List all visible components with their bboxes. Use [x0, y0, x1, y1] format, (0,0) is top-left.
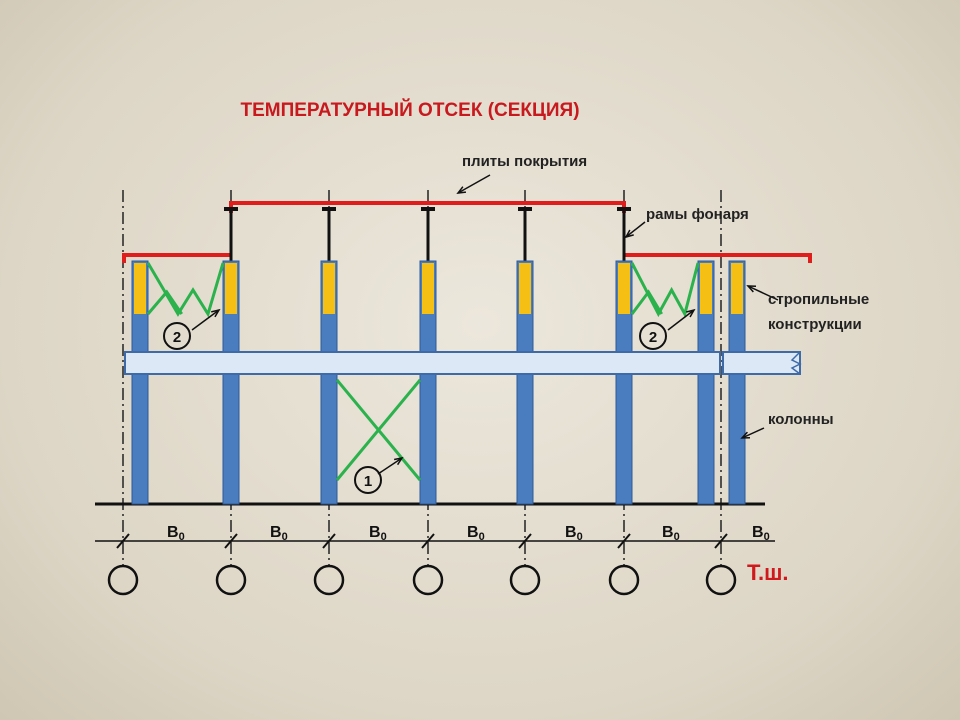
- diagram-title: ТЕМПЕРАТУРНЫЙ ОТСЕК (СЕКЦИЯ): [240, 99, 579, 121]
- bracing-marker-2-left: 2: [163, 322, 191, 350]
- arrow-head: [746, 285, 757, 293]
- dimension-tick: [224, 533, 238, 549]
- column: [320, 260, 338, 505]
- break-mark: [790, 351, 802, 375]
- label-truss-1: стропильные: [768, 291, 869, 308]
- crane-beam: [124, 351, 802, 375]
- bay-label: B0: [752, 524, 770, 543]
- roof-slabs: [122, 201, 812, 263]
- crane-beam-right: [722, 351, 801, 375]
- column: [728, 260, 746, 505]
- crane-beam-left: [124, 351, 721, 375]
- bay-label: B0: [565, 524, 583, 543]
- leader-line: [191, 309, 220, 331]
- leader-line: [457, 174, 491, 194]
- axis-marker-circle: [107, 564, 139, 596]
- bay-label: B0: [467, 524, 485, 543]
- truss-element: [618, 263, 630, 314]
- svg-text:2: 2: [649, 329, 657, 346]
- dimension-tick: [714, 533, 728, 549]
- dimension-tick: [116, 533, 130, 549]
- truss-element: [225, 263, 237, 314]
- label-lantern-frames: рамы фонаря: [646, 206, 749, 223]
- column: [615, 260, 633, 505]
- column: [419, 260, 437, 505]
- axis-marker-circle: [509, 564, 541, 596]
- truss-element: [700, 263, 712, 314]
- dimension-tick: [421, 533, 435, 549]
- bay-label: B0: [167, 524, 185, 543]
- label-columns: колонны: [768, 411, 834, 428]
- arrow-head: [740, 431, 751, 439]
- bay-label: B0: [662, 524, 680, 543]
- bay-label: B0: [270, 524, 288, 543]
- arrow-head: [394, 456, 404, 466]
- lower-roof-right: [624, 253, 812, 263]
- svg-text:2: 2: [173, 329, 181, 346]
- truss-element: [519, 263, 531, 314]
- leader-line: [377, 457, 403, 475]
- truss-element: [134, 263, 146, 314]
- axis-marker-circle: [313, 564, 345, 596]
- label-truss-2: конструкции: [768, 316, 862, 333]
- column: [131, 260, 149, 505]
- arrow-head: [211, 308, 221, 318]
- arrow-head: [686, 308, 696, 318]
- bay-label: B0: [369, 524, 387, 543]
- truss-element: [731, 263, 743, 314]
- dimension-tick: [518, 533, 532, 549]
- truss-element: [323, 263, 335, 314]
- column: [516, 260, 534, 505]
- truss-brace: [146, 262, 225, 318]
- leader-line: [667, 309, 695, 331]
- leader-line: [741, 427, 765, 439]
- dimension-line: [95, 533, 775, 596]
- truss-brace: [630, 289, 663, 315]
- lower-roof-left: [122, 253, 231, 263]
- arrow-head: [624, 229, 634, 239]
- bracing: [146, 262, 700, 481]
- dimension-tick: [322, 533, 336, 549]
- svg-text:1: 1: [364, 473, 372, 490]
- axis-marker-circle: [705, 564, 737, 596]
- axis-marker-circle: [608, 564, 640, 596]
- column: [697, 260, 715, 505]
- cross-brace: [335, 379, 422, 481]
- truss-brace: [146, 289, 183, 315]
- bracing-marker-1: 1: [354, 466, 382, 494]
- arrow-head: [456, 186, 467, 194]
- label-roof-slabs: плиты покрытия: [462, 153, 587, 170]
- leader-line: [747, 285, 779, 301]
- axis-marker-circle: [215, 564, 247, 596]
- columns: [131, 260, 746, 505]
- leader-arrows: [191, 174, 779, 475]
- column: [222, 260, 240, 505]
- truss-element: [422, 263, 434, 314]
- label-expansion-joint: Т.ш.: [747, 560, 789, 585]
- bay-labels: B0 B0 B0 B0 B0 B0 B0: [167, 524, 770, 543]
- truss-brace: [630, 262, 700, 319]
- bracing-marker-2-right: 2: [639, 322, 667, 350]
- axis-marker-circle: [412, 564, 444, 596]
- dimension-tick: [617, 533, 631, 549]
- leader-line: [625, 221, 646, 238]
